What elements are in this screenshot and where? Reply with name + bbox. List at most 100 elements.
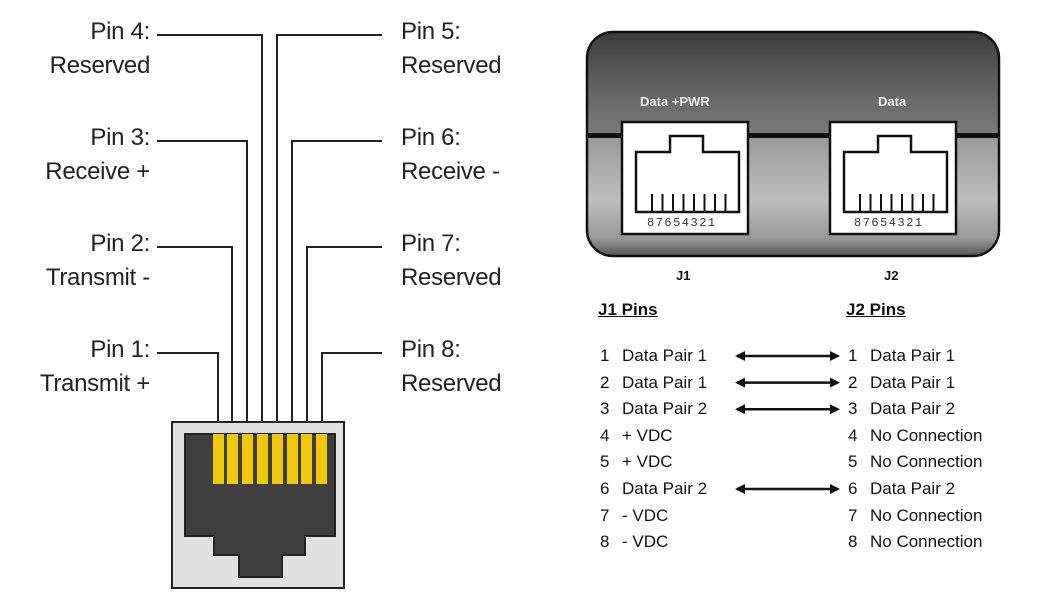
j2-pin-label: Data Pair 1 — [870, 372, 956, 392]
j1-label: J1 — [676, 268, 691, 283]
pin-number: Pin 4: — [90, 18, 150, 45]
contact-pin-7 — [301, 434, 312, 484]
contact-pin-4 — [257, 434, 268, 484]
rj45-port-icon-2 — [828, 120, 958, 236]
j2-label: J2 — [884, 268, 899, 283]
pin-number: Pin 8: — [401, 336, 461, 363]
pin-label-1: Pin 1: Transmit + — [40, 333, 150, 401]
j2-pin-num: 2 — [848, 372, 858, 392]
j2-pin-label: No Connection — [870, 532, 983, 552]
j1-pin-row: 1 Data Pair 1 — [600, 343, 707, 369]
j2-pin-label: Data Pair 2 — [870, 399, 956, 419]
pin-number: Pin 2: — [90, 230, 150, 257]
j1-pin-num: 7 — [600, 505, 610, 525]
pin-function: Reserved — [401, 52, 502, 79]
j1-pin-num: 6 — [600, 479, 610, 498]
wire-pin-2 — [157, 246, 233, 428]
j1-pin-num: 1 — [600, 346, 610, 365]
j1-pin-row: 8 - VDC — [600, 529, 668, 555]
pin-number: Pin 6: — [401, 124, 461, 151]
contact-pin-6 — [287, 434, 298, 484]
j2-pin-numbers: 87654321 — [854, 216, 924, 230]
pin-function: Reserved — [401, 264, 502, 291]
j1-pin-num: 5 — [600, 452, 610, 472]
contact-pin-5 — [272, 434, 283, 484]
wire-pin-5 — [276, 34, 382, 428]
pin-function: Transmit - — [45, 264, 150, 291]
j1-pin-num: 3 — [600, 399, 610, 419]
panel-seam — [588, 133, 998, 138]
j2-caption: Data — [878, 94, 907, 109]
j2-pin-num: 3 — [848, 399, 858, 419]
j2-pin-row: 2 Data Pair 1 — [848, 370, 955, 396]
wire-group — [157, 34, 382, 428]
j1-pin-row: 6 Data Pair 2 — [600, 476, 707, 502]
contact-pin-3 — [242, 434, 253, 484]
contact-pin-2 — [227, 434, 238, 484]
pin-function: Receive + — [45, 158, 150, 185]
contact-pin-1 — [213, 434, 224, 484]
j1-pin-num: 4 — [600, 425, 610, 445]
wire-pin-8 — [321, 352, 382, 428]
j2-pin-row: 8 No Connection — [848, 529, 982, 555]
j2-pin-row: 6 Data Pair 2 — [848, 476, 955, 502]
j2-pin-label: No Connection — [870, 505, 983, 525]
rj45-port-icon-1 — [620, 120, 750, 236]
j2-pin-num: 7 — [848, 505, 858, 525]
j1-pin-label: Data Pair 1 — [622, 346, 708, 365]
pin-number: Pin 1: — [90, 336, 150, 363]
j1-pin-num: 8 — [600, 532, 610, 552]
wire-pin-3 — [157, 140, 248, 428]
j2-pin-num: 6 — [848, 479, 858, 498]
contact-group — [213, 434, 327, 484]
j1-pin-label: + VDC — [622, 452, 673, 472]
j1-pin-label: Data Pair 2 — [622, 479, 708, 498]
j2-pin-row: 4 No Connection — [848, 423, 982, 449]
j2-pin-row: 5 No Connection — [848, 449, 982, 475]
j2-pin-row: 3 Data Pair 2 — [848, 396, 955, 422]
j1-pin-row: 7 - VDC — [600, 503, 668, 529]
j1-pin-label: Data Pair 1 — [622, 372, 708, 392]
contact-pin-8 — [316, 434, 327, 484]
pin-label-5: Pin 5: Reserved — [401, 15, 502, 83]
j1-pin-numbers: 87654321 — [647, 216, 717, 230]
j1-pin-label: - VDC — [622, 532, 669, 552]
wire-pin-6 — [291, 140, 382, 428]
j2-pin-row: 7 No Connection — [848, 503, 982, 529]
pin-number: Pin 5: — [401, 18, 461, 45]
j2-pins-header: J2 Pins — [846, 300, 906, 319]
j1-pin-row: 2 Data Pair 1 — [600, 370, 707, 396]
j1-pin-row: 4 + VDC — [600, 423, 673, 449]
rj45-jack-icon — [171, 421, 345, 589]
pin-label-2: Pin 2: Transmit - — [46, 227, 150, 295]
j1-pin-num: 2 — [600, 372, 610, 392]
j1-pin-row: 3 Data Pair 2 — [600, 396, 707, 422]
j2-pin-num: 5 — [848, 452, 858, 472]
j2-pin-label: No Connection — [870, 425, 983, 445]
pin-number: Pin 7: — [401, 230, 461, 257]
j1-pins-header: J1 Pins — [598, 300, 658, 319]
j2-pin-num: 8 — [848, 532, 858, 552]
pin-label-7: Pin 7: Reserved — [401, 227, 502, 295]
wire-pin-1 — [157, 352, 219, 428]
pin-label-8: Pin 8: Reserved — [401, 333, 502, 401]
pin-label-4: Pin 4:Reserved — [50, 15, 151, 83]
j1-pin-row: 5 + VDC — [600, 449, 673, 475]
j2-pin-label: No Connection — [870, 452, 983, 472]
j2-pin-num: 4 — [848, 425, 858, 445]
pin-function: Transmit + — [39, 370, 150, 397]
j2-pin-row: 1 Data Pair 1 — [848, 343, 955, 369]
j2-pin-label: Data Pair 2 — [870, 479, 956, 498]
pin-number: Pin 3: — [90, 124, 150, 151]
pin-function: Reserved — [401, 370, 502, 397]
j2-pin-label: Data Pair 1 — [870, 346, 956, 365]
j1-pin-label: - VDC — [622, 505, 669, 525]
device-jack-group — [620, 120, 958, 236]
j2-pin-num: 1 — [848, 346, 858, 365]
pin-function: Receive - — [401, 158, 500, 185]
j1-pin-label: Data Pair 2 — [622, 399, 708, 419]
j1-pin-label: + VDC — [622, 425, 673, 445]
pin-label-3: Pin 3: Receive + — [45, 121, 150, 189]
